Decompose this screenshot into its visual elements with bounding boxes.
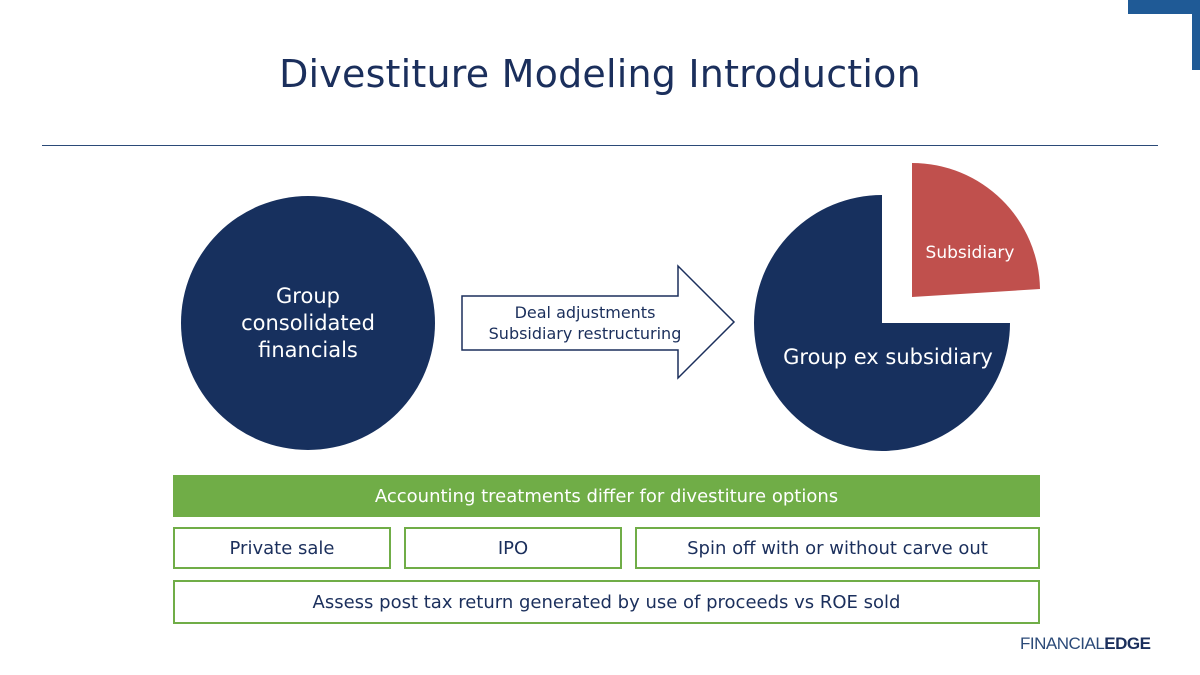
option-ipo: IPO (404, 527, 622, 569)
group-circle-line: financials (258, 338, 358, 362)
subsidiary-slice (912, 163, 1040, 297)
deal-arrow (461, 264, 736, 380)
arrow-label: Deal adjustments Subsidiary restructurin… (470, 302, 700, 344)
financial-edge-logo: FINANCIALEDGE (1020, 634, 1151, 654)
arrow-line: Subsidiary restructuring (488, 324, 682, 343)
logo-text-bold: EDGE (1104, 634, 1151, 653)
group-circle-line: consolidated (241, 311, 375, 335)
option-private-sale: Private sale (173, 527, 391, 569)
option-spin-off: Spin off with or without carve out (635, 527, 1040, 569)
group-circle (181, 196, 435, 450)
group-circle-line: Group (276, 284, 340, 308)
title-divider (42, 145, 1158, 146)
pie-main-label: Group ex subsidiary (783, 345, 993, 369)
slide-title: Divestiture Modeling Introduction (279, 52, 921, 96)
pie-slice-label: Subsidiary (925, 243, 1015, 263)
group-ex-subsidiary-slice (754, 195, 1010, 451)
corner-accent (1128, 0, 1200, 70)
treatments-header: Accounting treatments differ for divesti… (173, 475, 1040, 517)
logo-text-light: FINANCIAL (1020, 634, 1105, 653)
divestiture-diagram (181, 163, 1040, 451)
assessment-box: Assess post tax return generated by use … (173, 580, 1040, 624)
arrow-line: Deal adjustments (514, 303, 656, 322)
group-circle-label: Group consolidated financials (208, 283, 408, 364)
